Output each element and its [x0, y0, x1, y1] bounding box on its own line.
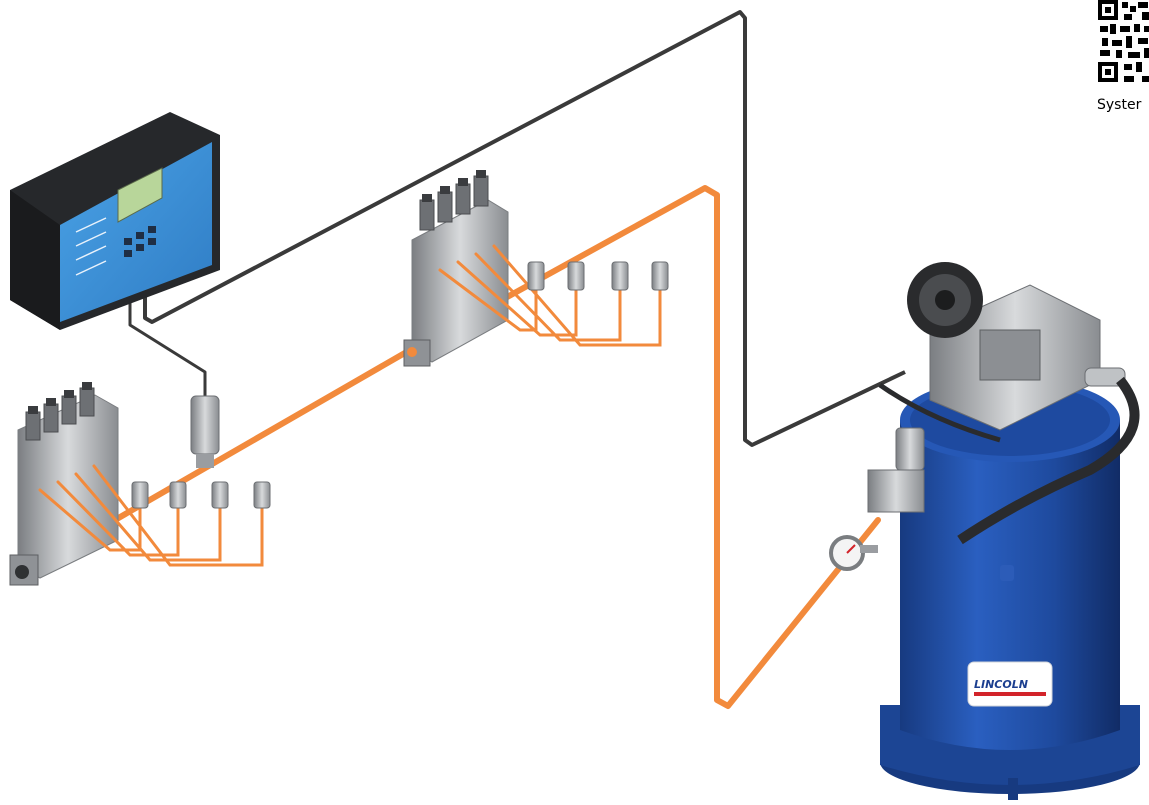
- left-outlet-fittings: [131, 481, 271, 509]
- left-metering-block: [9, 382, 119, 586]
- qr-code-icon: [1098, 0, 1149, 100]
- right-feed-lines: [438, 244, 662, 347]
- qr-caption: Syster: [1097, 97, 1142, 113]
- right-metering-block: [403, 170, 509, 367]
- pressure-switch: [190, 395, 220, 468]
- left-feed-lines: [38, 464, 264, 567]
- lincoln-logo-icon: LINCOLN: [967, 661, 1053, 707]
- control-cable: [143, 10, 906, 447]
- main-lubricant-line: [112, 185, 881, 709]
- pump-reservoir: LINCOLN: [867, 262, 1140, 800]
- controller-unit: [10, 112, 220, 330]
- tank-logo-text: LINCOLN: [974, 678, 1028, 691]
- sensor-cable: [128, 300, 207, 400]
- right-outlet-fittings: [527, 261, 669, 291]
- pressure-gauge: [829, 535, 878, 571]
